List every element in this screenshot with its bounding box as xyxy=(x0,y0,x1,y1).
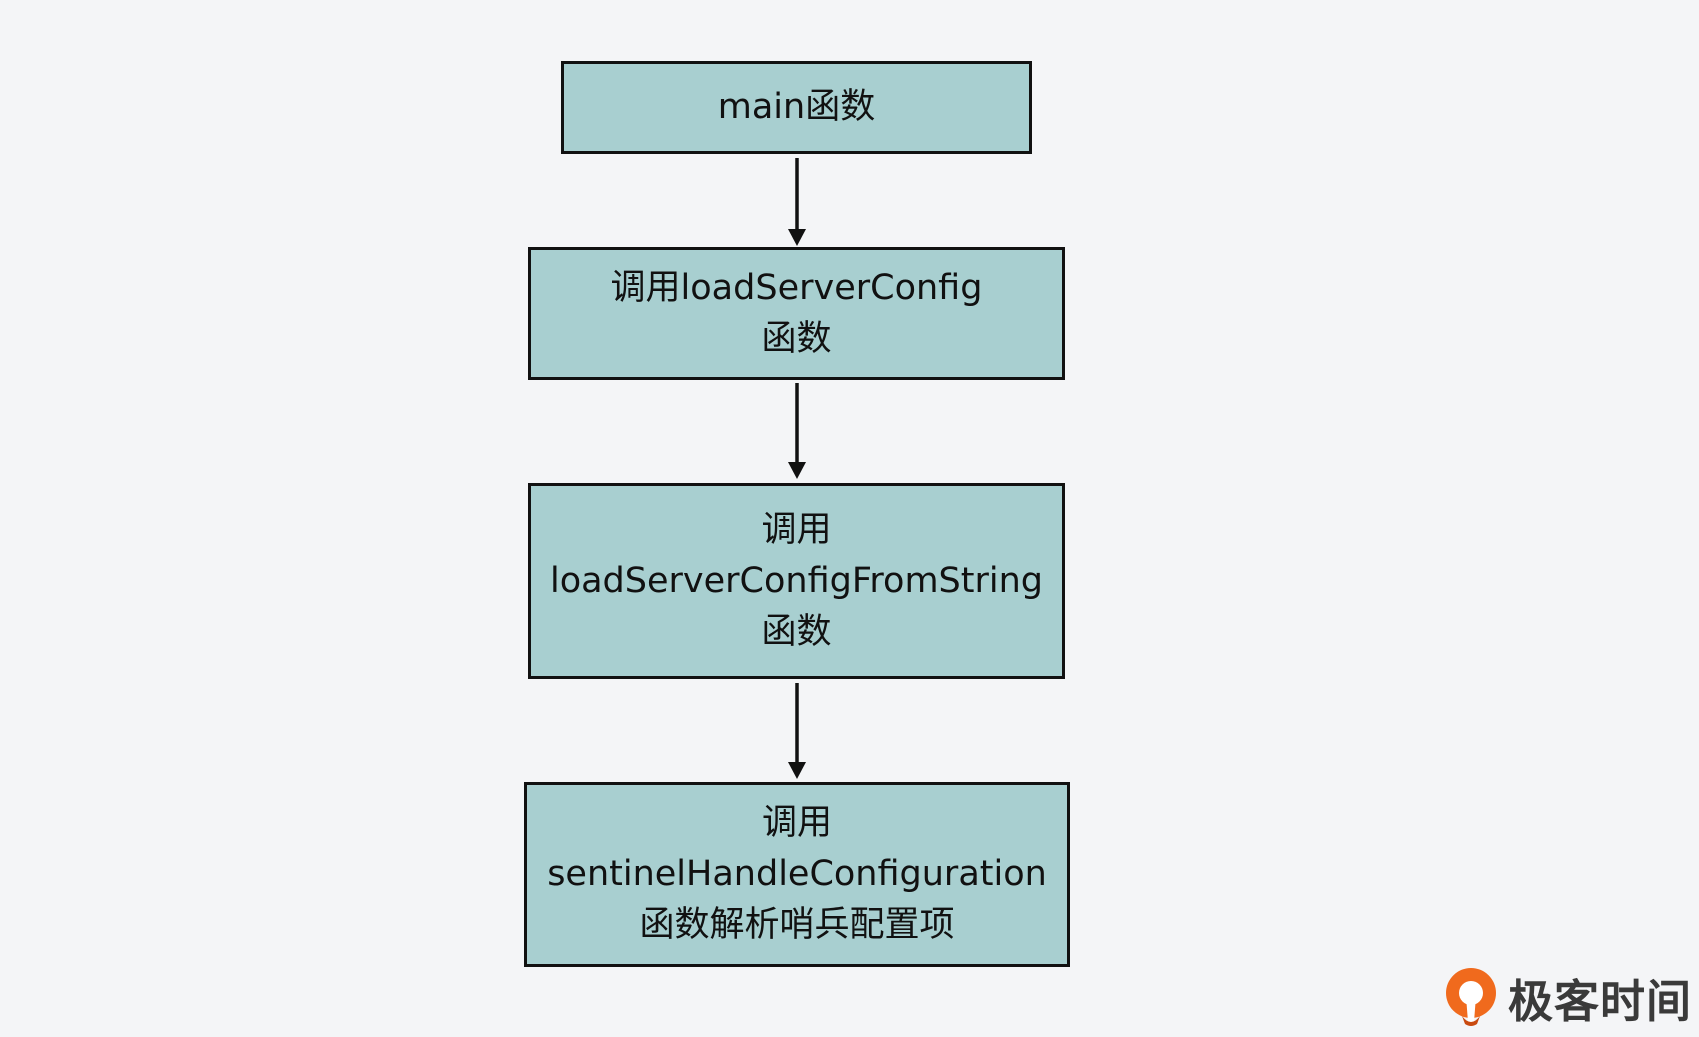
node-label-line: 函数解析哨兵配置项 xyxy=(639,905,955,945)
node-load-server-config: 调用loadServerConfig 函数 xyxy=(528,247,1065,380)
geektime-logo-icon xyxy=(1446,968,1496,1026)
geektime-logo-text: 极客时间 xyxy=(1508,974,1693,1028)
node-label-line: 函数 xyxy=(761,611,832,652)
arrow-main-to-load-server-config xyxy=(788,158,806,246)
node-sentinel-handle-configuration: 调用 sentinelHandleConfiguration 函数解析哨兵配置项 xyxy=(524,782,1070,967)
geektime-logo: 极客时间 xyxy=(1444,966,1692,1028)
node-label-line: sentinelHandleConfiguration xyxy=(547,854,1047,894)
node-label-line: loadServerConfigFromString xyxy=(549,560,1044,601)
node-label-line: 调用 xyxy=(761,803,832,843)
arrow-load-server-config-to-from-string xyxy=(788,383,806,479)
arrow-from-string-to-sentinel-handle xyxy=(788,683,806,779)
node-load-server-config-from-string: 调用 loadServerConfigFromString 函数 xyxy=(528,483,1065,679)
node-label-line: 调用 xyxy=(761,509,832,550)
node-main-function: main函数 xyxy=(561,61,1032,154)
node-label-line: main函数 xyxy=(717,87,876,127)
node-label-line: 函数 xyxy=(761,318,832,359)
node-label-line: 调用loadServerConfig xyxy=(610,267,983,308)
